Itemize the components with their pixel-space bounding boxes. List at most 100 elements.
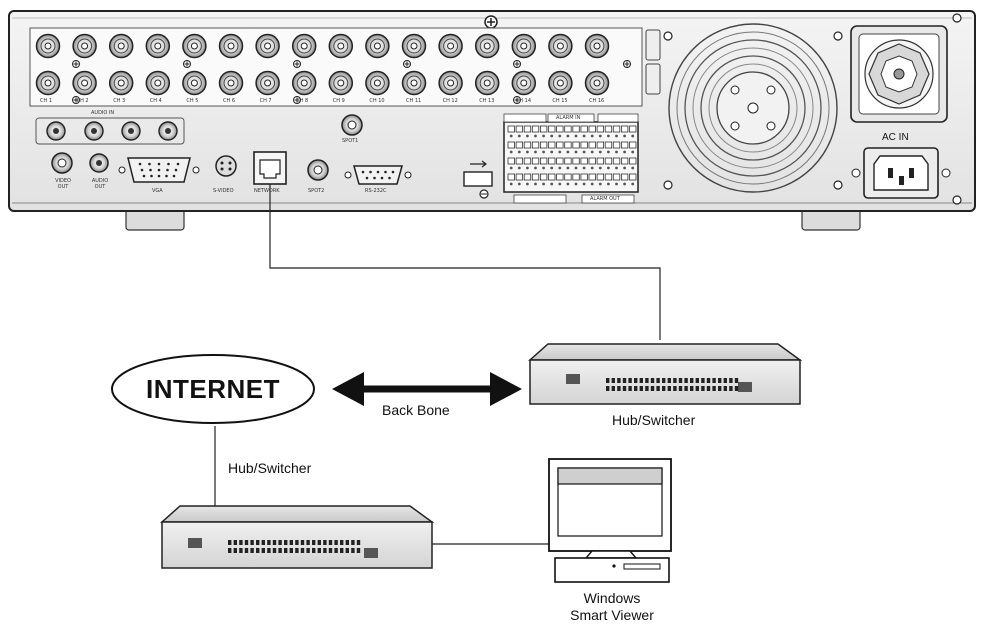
usb-port [463,160,493,187]
hub-port [351,548,355,553]
hub-port [622,378,627,383]
alarm-terminal-block [503,113,639,204]
hub-port [650,378,655,383]
hub-port [622,386,627,391]
channel-label: CH 16 [589,98,605,104]
hub-port [256,540,260,545]
screw-icon [484,15,498,29]
rs232-label: RS-232C [365,188,387,194]
hub-port [645,386,649,391]
hub-port [261,540,265,545]
hub-port [701,378,705,383]
hub-port [673,386,677,391]
hub-port [272,540,277,545]
hub-port [690,386,694,391]
hub-port [701,386,705,391]
hub-port [684,378,688,383]
hub-port [606,386,610,391]
hub-port [678,386,683,391]
spot2-label: SPOT2 [308,188,325,194]
hub-port [340,540,344,545]
audio-in-jacks [46,121,178,141]
screw-icon [952,13,962,205]
channel-label: CH 4 [149,98,162,104]
hub-port [334,540,338,545]
hub-right-label: Hub/Switcher [612,412,696,428]
hub-port [328,548,333,553]
hub-port [261,548,265,553]
hub-port [334,548,338,553]
channel-label: CH 11 [406,98,422,104]
hub-port [233,540,237,545]
backbone-double-arrow [332,372,522,406]
hub-port [312,548,316,553]
hub-port [729,386,733,391]
audio-out-port [89,153,109,173]
pc-base [554,557,670,583]
audio-in-bracket [35,117,185,145]
hub-port [239,540,243,545]
network-label: NETWORK [254,188,280,194]
termination-switch [645,63,661,95]
hub-port [606,378,610,383]
hub-port [617,386,621,391]
hub-port [250,540,254,545]
hub-port [278,540,282,545]
hub-port [295,540,299,545]
hub-port [328,540,333,545]
hub-port [256,548,260,553]
hub-port [306,548,310,553]
hub-port [639,386,643,391]
bnc-input-row-top [35,33,610,59]
hub-port [323,548,327,553]
termination-switch [645,29,661,61]
hub-port [317,548,321,553]
hub-port [351,540,355,545]
channel-label: CH 9 [332,98,345,104]
alarm-in-label: ALARM IN [556,115,581,121]
hub-port [233,548,237,553]
hub-port [300,548,305,553]
hub-port [345,548,349,553]
hub-port [617,378,621,383]
hub-port [356,540,361,545]
hub-port [340,548,344,553]
viewer-label-line2: Smart Viewer [570,607,654,623]
bnc-screws [72,60,631,104]
hub-port [250,548,254,553]
spot1-label: SPOT1 [342,138,359,144]
vga-port [118,157,200,183]
hub-port [734,386,739,391]
hub-port [228,540,232,545]
hub-port [628,378,632,383]
screw-icon [479,189,489,199]
hub-port [718,378,722,383]
channel-label: CH 15 [552,98,568,104]
hub-port [656,378,660,383]
ac-power-socket [851,147,951,199]
hub-port [289,548,293,553]
channel-label: CH 3 [113,98,126,104]
network-port [253,151,287,185]
channel-label: CH 6 [223,98,236,104]
screw-icon [663,31,843,190]
hub-port [289,540,293,545]
hub-port [317,540,321,545]
hub-port [300,540,305,545]
hub-port [712,378,716,383]
channel-label: CH 7 [259,98,272,104]
hub-port [239,548,243,553]
hub-port [244,540,249,545]
fan-grille [668,23,838,193]
dvr-rear-panel [8,10,976,231]
channel-label: CH 12 [442,98,458,104]
internet-cloud [111,354,315,424]
channel-label: CH 13 [479,98,495,104]
hub-port [312,540,316,545]
hub-port [723,378,727,383]
hub-port [656,386,660,391]
hub-port [267,540,271,545]
hub-port [723,386,727,391]
alarm-out-label: ALARM OUT [590,196,620,202]
